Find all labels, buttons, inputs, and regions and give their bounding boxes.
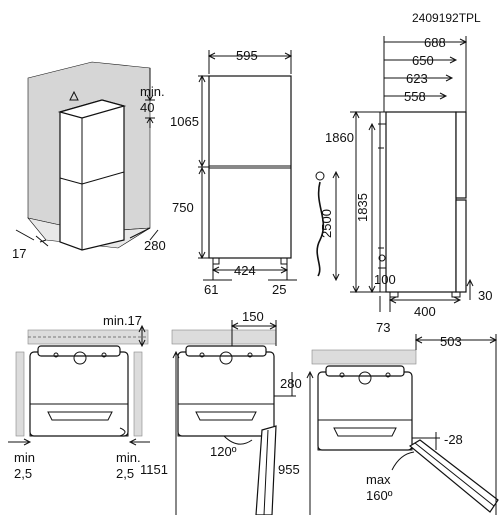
top3-width503: 503 — [440, 334, 462, 349]
front-right-offset: 25 — [272, 282, 286, 297]
top1-right-min: min. — [116, 450, 141, 465]
perspective-view: min. 40 17 280 — [12, 61, 166, 261]
side-height-1860: 1860 — [325, 130, 354, 145]
side-base-73: 73 — [376, 320, 390, 335]
top1-min17: min.17 — [103, 313, 142, 328]
top3-offset28: -28 — [444, 432, 463, 447]
top1-left-min: min — [14, 450, 35, 465]
top1-right-min-value: 2,5 — [116, 466, 134, 481]
top1-left-min-value: 2,5 — [14, 466, 32, 481]
top3-depth955: 955 — [278, 462, 300, 477]
side-view: 688 650 623 558 1860 1835 100 400 73 30 — [325, 35, 492, 335]
power-cable-view: 2500 — [315, 170, 340, 282]
side-depth-688: 688 — [424, 35, 446, 50]
perspective-left-gap: 17 — [12, 246, 26, 261]
model-code: 2409192TPL — [412, 11, 481, 25]
front-feet-spacing: 424 — [234, 263, 256, 278]
front-lower-height: 750 — [172, 200, 194, 215]
top3-angle160: 160º — [366, 488, 393, 503]
side-depth-623: 623 — [406, 71, 428, 86]
front-width: 595 — [236, 48, 258, 63]
side-depth-558: 558 — [404, 89, 426, 104]
perspective-min-label: min. — [140, 84, 165, 99]
perspective-right-gap: 280 — [144, 238, 166, 253]
top-view-3: 503 -28 max 160º 955 — [278, 334, 499, 515]
side-base-30: 30 — [478, 288, 492, 303]
top-view-1: min.17 min 2,5 min. 2,5 — [8, 313, 150, 481]
top2-offset280: 280 — [280, 376, 302, 391]
front-upper-height: 1065 — [170, 114, 199, 129]
side-clearance-100: 100 — [374, 272, 396, 287]
top2-width150: 150 — [242, 309, 264, 324]
top2-angle120: 120º — [210, 444, 237, 459]
side-depth-650: 650 — [412, 53, 434, 68]
cable-length: 2500 — [319, 209, 334, 238]
front-view: 595 1065 750 424 61 25 — [170, 48, 297, 297]
side-base-400: 400 — [414, 304, 436, 319]
side-height-1835: 1835 — [355, 193, 370, 222]
front-left-offset: 61 — [204, 282, 218, 297]
perspective-min-value: 40 — [140, 100, 154, 115]
top2-depth1151: 1151 — [140, 462, 168, 477]
top3-max: max — [366, 472, 391, 487]
top-view-2: 150 280 120º 1151 — [140, 309, 302, 515]
